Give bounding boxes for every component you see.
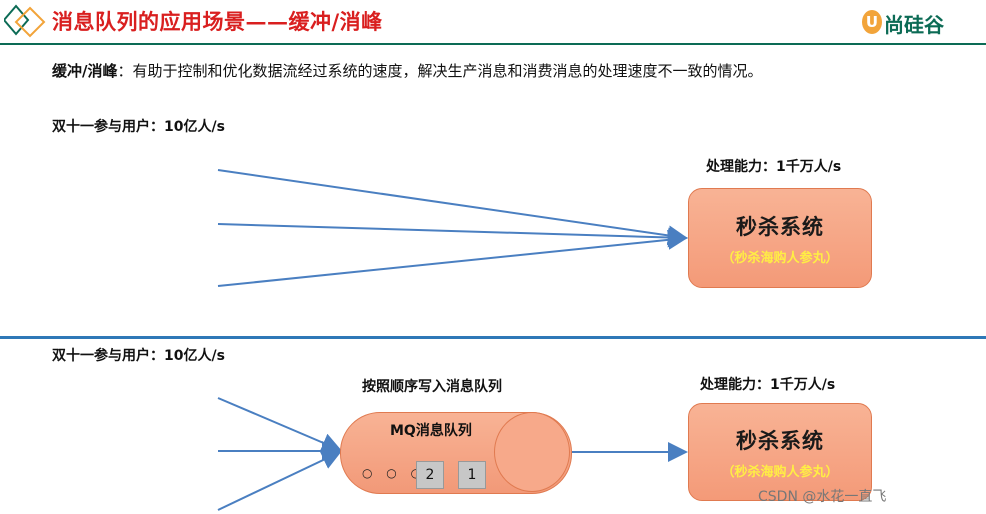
top-seckill-system-box: 秒杀系统 （秒杀海购人参丸） (688, 188, 872, 288)
bottom-capacity-label: 处理能力：1千万人/s (700, 377, 836, 393)
mq-cylinder-cap (494, 412, 570, 492)
top-system-title: 秒杀系统 (736, 214, 824, 239)
top-flow-line-1 (217, 169, 688, 246)
top-system-subtitle: （秒杀海购人参丸） (721, 250, 839, 266)
bottom-system-subtitle: （秒杀海购人参丸） (721, 464, 839, 480)
watermark: CSDN @水花一直飞 (758, 489, 887, 505)
page-title: 消息队列的应用场景——缓冲/消峰 (52, 9, 383, 34)
section-divider (0, 336, 986, 339)
bottom-system-title: 秒杀系统 (736, 428, 824, 453)
description-colon: ： (117, 62, 133, 80)
bottom-flow-line-1 (217, 397, 342, 453)
header-divider (0, 43, 986, 45)
bottom-seckill-system-box: 秒杀系统 （秒杀海购人参丸） (688, 403, 872, 501)
queue-item-1: 1 (458, 461, 486, 489)
queue-item-2: 2 (416, 461, 444, 489)
logo-text: 尚硅谷 (884, 13, 944, 37)
bottom-users-label: 双十一参与用户：10亿人/s (52, 348, 225, 364)
top-capacity-label: 处理能力：1千万人/s (706, 159, 842, 175)
mq-title: MQ消息队列 (390, 423, 472, 439)
top-users-label: 双十一参与用户：10亿人/s (52, 119, 225, 135)
description-term: 缓冲/消峰 (52, 62, 118, 80)
description: 缓冲/消峰：有助于控制和优化数据流经过系统的速度，解决生产消息和消费消息的处理速… (52, 60, 763, 81)
description-text: 有助于控制和优化数据流经过系统的速度，解决生产消息和消费消息的处理速度不一致的情… (132, 62, 763, 80)
queue-dots: ○ ○ ○ (362, 466, 427, 480)
logo-icon: U (862, 10, 882, 34)
double-diamond-icon (4, 4, 46, 38)
top-flow-line-3 (217, 229, 688, 287)
queue-caption: 按照顺序写入消息队列 (362, 379, 502, 395)
top-flow-line-2 (217, 223, 688, 248)
bottom-flow-line-3 (217, 450, 342, 511)
